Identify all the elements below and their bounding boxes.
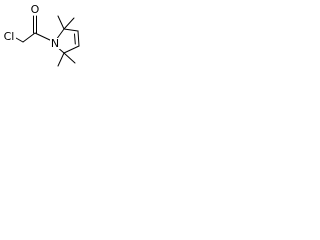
carbonyl-to-methylene-bond [22,32,36,43]
ring-bond-c3-c4 [77,30,80,47]
methylene-to-chlorine-bond [15,37,24,43]
oxygen-label-background [30,4,40,15]
chemical-structure-diagram: O Cl N [1,3,80,67]
chlorine-atom-label: Cl [4,30,15,43]
chlorine-label-background [1,31,16,43]
carbonyl-to-nitrogen-bond [34,32,53,42]
nitrogen-atom-label: N [51,37,59,50]
lower-methyl-1-bond [57,52,65,67]
upper-methyl-2-bond [63,17,75,30]
ring-bond-c2-c3 [63,28,79,32]
oxygen-atom-label: O [31,3,40,16]
nitrogen-label-background [50,38,60,49]
upper-methyl-1-bond [57,15,65,30]
ring-bond-c4-c5 [63,45,80,54]
lower-methyl-2-bond [63,52,76,64]
ring-bond-c3-c4-double [74,33,76,45]
